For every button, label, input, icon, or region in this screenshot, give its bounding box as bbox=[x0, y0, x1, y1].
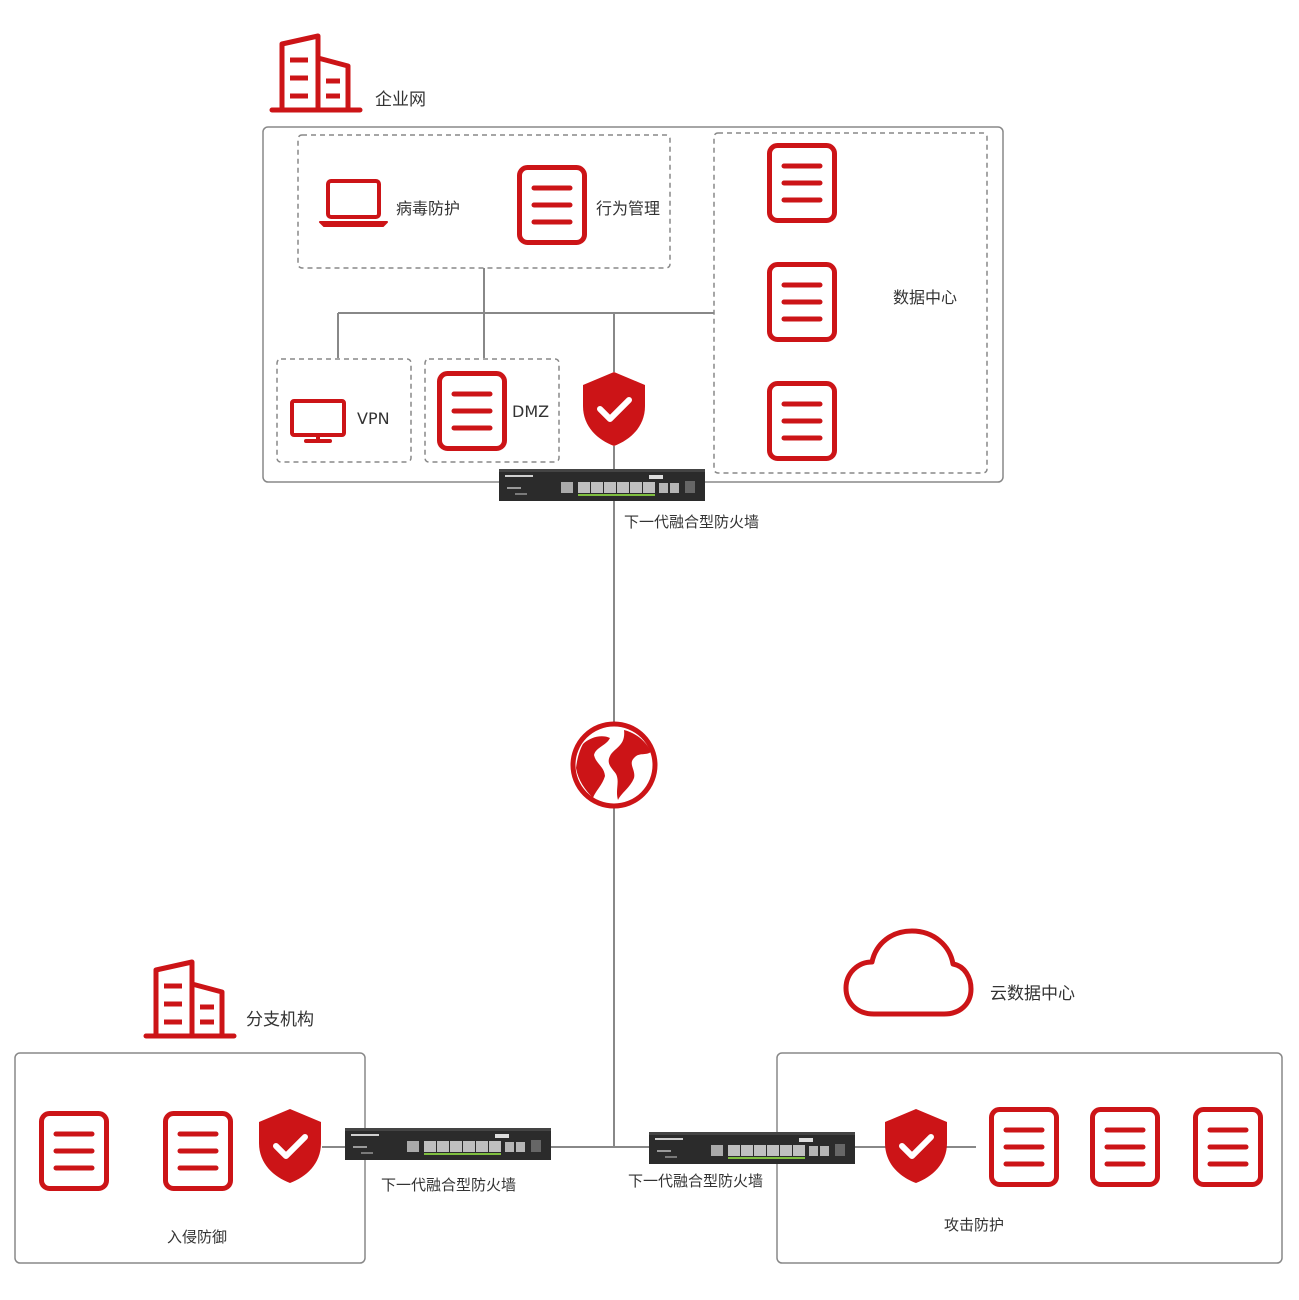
datacenter-server-icon bbox=[770, 146, 835, 221]
cloud-server-icon bbox=[992, 1110, 1057, 1185]
enterprise-title: 企业网 bbox=[375, 90, 426, 110]
branch-building-icon bbox=[146, 962, 234, 1036]
intrusion-prevention-label: 入侵防御 bbox=[167, 1228, 227, 1246]
virus-protection-label: 病毒防护 bbox=[396, 199, 460, 218]
cloud-firewall-label: 下一代融合型防火墙 bbox=[628, 1172, 763, 1190]
cloud-firewall-device-icon bbox=[649, 1132, 855, 1164]
cloud-title: 云数据中心 bbox=[990, 984, 1075, 1004]
dmz-label: DMZ bbox=[512, 402, 549, 421]
enterprise-shield-check-icon bbox=[583, 372, 645, 446]
enterprise-firewall-device-icon bbox=[499, 469, 705, 501]
branch-shield-check-icon bbox=[259, 1109, 321, 1183]
enterprise-firewall-label: 下一代融合型防火墙 bbox=[624, 513, 759, 531]
branch-firewall-device-icon bbox=[345, 1128, 551, 1160]
datacenter-server-icon bbox=[770, 265, 835, 340]
dmz-zone bbox=[424, 358, 560, 463]
globe-icon bbox=[570, 721, 658, 809]
vpn-label: VPN bbox=[357, 409, 390, 428]
cloud-server-icon bbox=[1196, 1110, 1261, 1185]
laptop-icon bbox=[319, 179, 388, 227]
branch-title: 分支机构 bbox=[246, 1010, 314, 1030]
cloud-datacenter: 云数据中心 攻击防护 下一代融合型防火墙 bbox=[628, 928, 1283, 1264]
vpn-zone bbox=[276, 358, 412, 463]
behavior-management-label: 行为管理 bbox=[596, 199, 660, 218]
branch-firewall-label: 下一代融合型防火墙 bbox=[381, 1176, 516, 1194]
datacenter-server-icon bbox=[770, 384, 835, 459]
dmz-server-icon bbox=[440, 374, 505, 449]
attack-protection-label: 攻击防护 bbox=[944, 1216, 1004, 1234]
datacenter-label: 数据中心 bbox=[893, 288, 957, 307]
branch-server-icon bbox=[42, 1114, 107, 1189]
cloud-icon bbox=[843, 928, 974, 1017]
enterprise-building-icon bbox=[272, 36, 360, 110]
endpoint-zone bbox=[297, 134, 671, 269]
cloud-server-icon bbox=[1093, 1110, 1158, 1185]
cloud-shield-check-icon bbox=[885, 1109, 947, 1183]
monitor-icon bbox=[290, 399, 346, 443]
enterprise-network: 企业网 病毒防护 行为管理 数据中心 VPN DMZ 下一代融合型防火墙 bbox=[262, 36, 1004, 531]
branch-server-icon bbox=[166, 1114, 231, 1189]
branch-office: 分支机构 入侵防御 下一代融合型防火墙 bbox=[14, 962, 551, 1264]
datacenter-zone bbox=[713, 132, 988, 474]
behavior-server-icon bbox=[520, 168, 585, 243]
